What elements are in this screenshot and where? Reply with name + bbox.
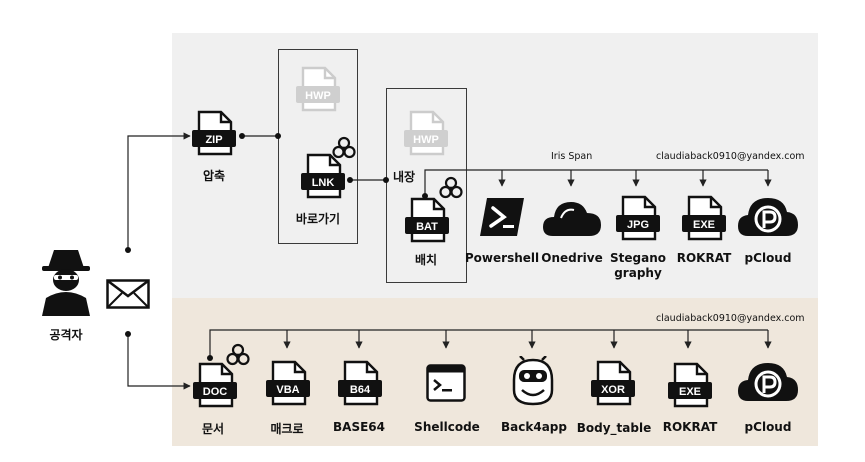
stage-label: Onedrive bbox=[541, 251, 603, 265]
iris-span-label: Iris Span bbox=[551, 151, 593, 162]
powershell-icon bbox=[479, 196, 525, 238]
b64-file-icon: B64 bbox=[337, 360, 383, 406]
stage-label: Stegano graphy bbox=[610, 251, 666, 280]
stage-label: ROKRAT bbox=[676, 251, 732, 265]
exe-file-icon: EXE bbox=[667, 362, 713, 408]
onedrive-cloud-icon bbox=[541, 194, 603, 240]
envelope-icon bbox=[106, 279, 150, 309]
pcloud-icon bbox=[736, 357, 800, 405]
jpg-file-icon: JPG bbox=[615, 195, 661, 241]
biohazard-icon bbox=[331, 136, 357, 162]
vba-file-icon: VBA bbox=[265, 360, 311, 406]
email-address-top: claudiaback0910@yandex.com bbox=[656, 151, 805, 162]
stage-label: 매크로 bbox=[270, 422, 304, 436]
embed-label: 내장 bbox=[392, 170, 416, 184]
stage-label: BASE64 bbox=[333, 420, 385, 434]
svg-text:HWP: HWP bbox=[305, 90, 331, 102]
stage-label: Back4app bbox=[501, 420, 567, 434]
stage-label: pCloud bbox=[744, 420, 792, 434]
stage-label: 문서 bbox=[201, 422, 225, 436]
zip-file-icon: ZIP bbox=[191, 110, 237, 156]
xor-file-icon: XOR bbox=[590, 360, 636, 406]
bat-label: 배치 bbox=[414, 253, 438, 267]
bat-group-box bbox=[386, 88, 467, 283]
stage-label: Powershell bbox=[464, 251, 540, 265]
svg-text:LNK: LNK bbox=[312, 177, 335, 189]
biohazard-icon bbox=[225, 343, 251, 369]
biohazard-icon bbox=[438, 176, 464, 202]
terminal-window-icon bbox=[426, 364, 466, 402]
hwp-faded-icon: HWP bbox=[295, 66, 341, 112]
svg-text:DOC: DOC bbox=[203, 386, 228, 398]
stage-label: ROKRAT bbox=[662, 420, 718, 434]
svg-text:XOR: XOR bbox=[601, 384, 625, 396]
stage-label: pCloud bbox=[744, 251, 792, 265]
lnk-group-box bbox=[278, 49, 358, 244]
lnk-label: 바로가기 bbox=[295, 212, 341, 226]
back4app-robot-icon bbox=[510, 355, 556, 406]
hacker-icon bbox=[38, 244, 94, 316]
svg-text:JPG: JPG bbox=[627, 219, 649, 231]
svg-text:ZIP: ZIP bbox=[205, 134, 222, 146]
top-attack-panel bbox=[172, 33, 818, 298]
bat-file-icon: BAT bbox=[404, 197, 450, 243]
pcloud-icon bbox=[736, 192, 800, 240]
svg-text:EXE: EXE bbox=[693, 219, 715, 231]
attacker-label: 공격자 bbox=[49, 328, 83, 342]
svg-text:B64: B64 bbox=[350, 384, 371, 396]
stage-label: Shellcode bbox=[414, 420, 480, 434]
stage-label: Body_table bbox=[576, 421, 652, 435]
zip-label: 압축 bbox=[202, 169, 226, 183]
svg-text:VBA: VBA bbox=[276, 384, 299, 396]
doc-file-icon: DOC bbox=[192, 362, 238, 408]
hwp-faded-icon: HWP bbox=[403, 110, 449, 156]
svg-text:HWP: HWP bbox=[413, 134, 439, 146]
lnk-file-icon: LNK bbox=[300, 153, 346, 199]
exe-file-icon: EXE bbox=[681, 195, 727, 241]
svg-text:BAT: BAT bbox=[416, 221, 438, 233]
svg-text:EXE: EXE bbox=[679, 386, 701, 398]
email-address-bottom: claudiaback0910@yandex.com bbox=[656, 313, 805, 324]
